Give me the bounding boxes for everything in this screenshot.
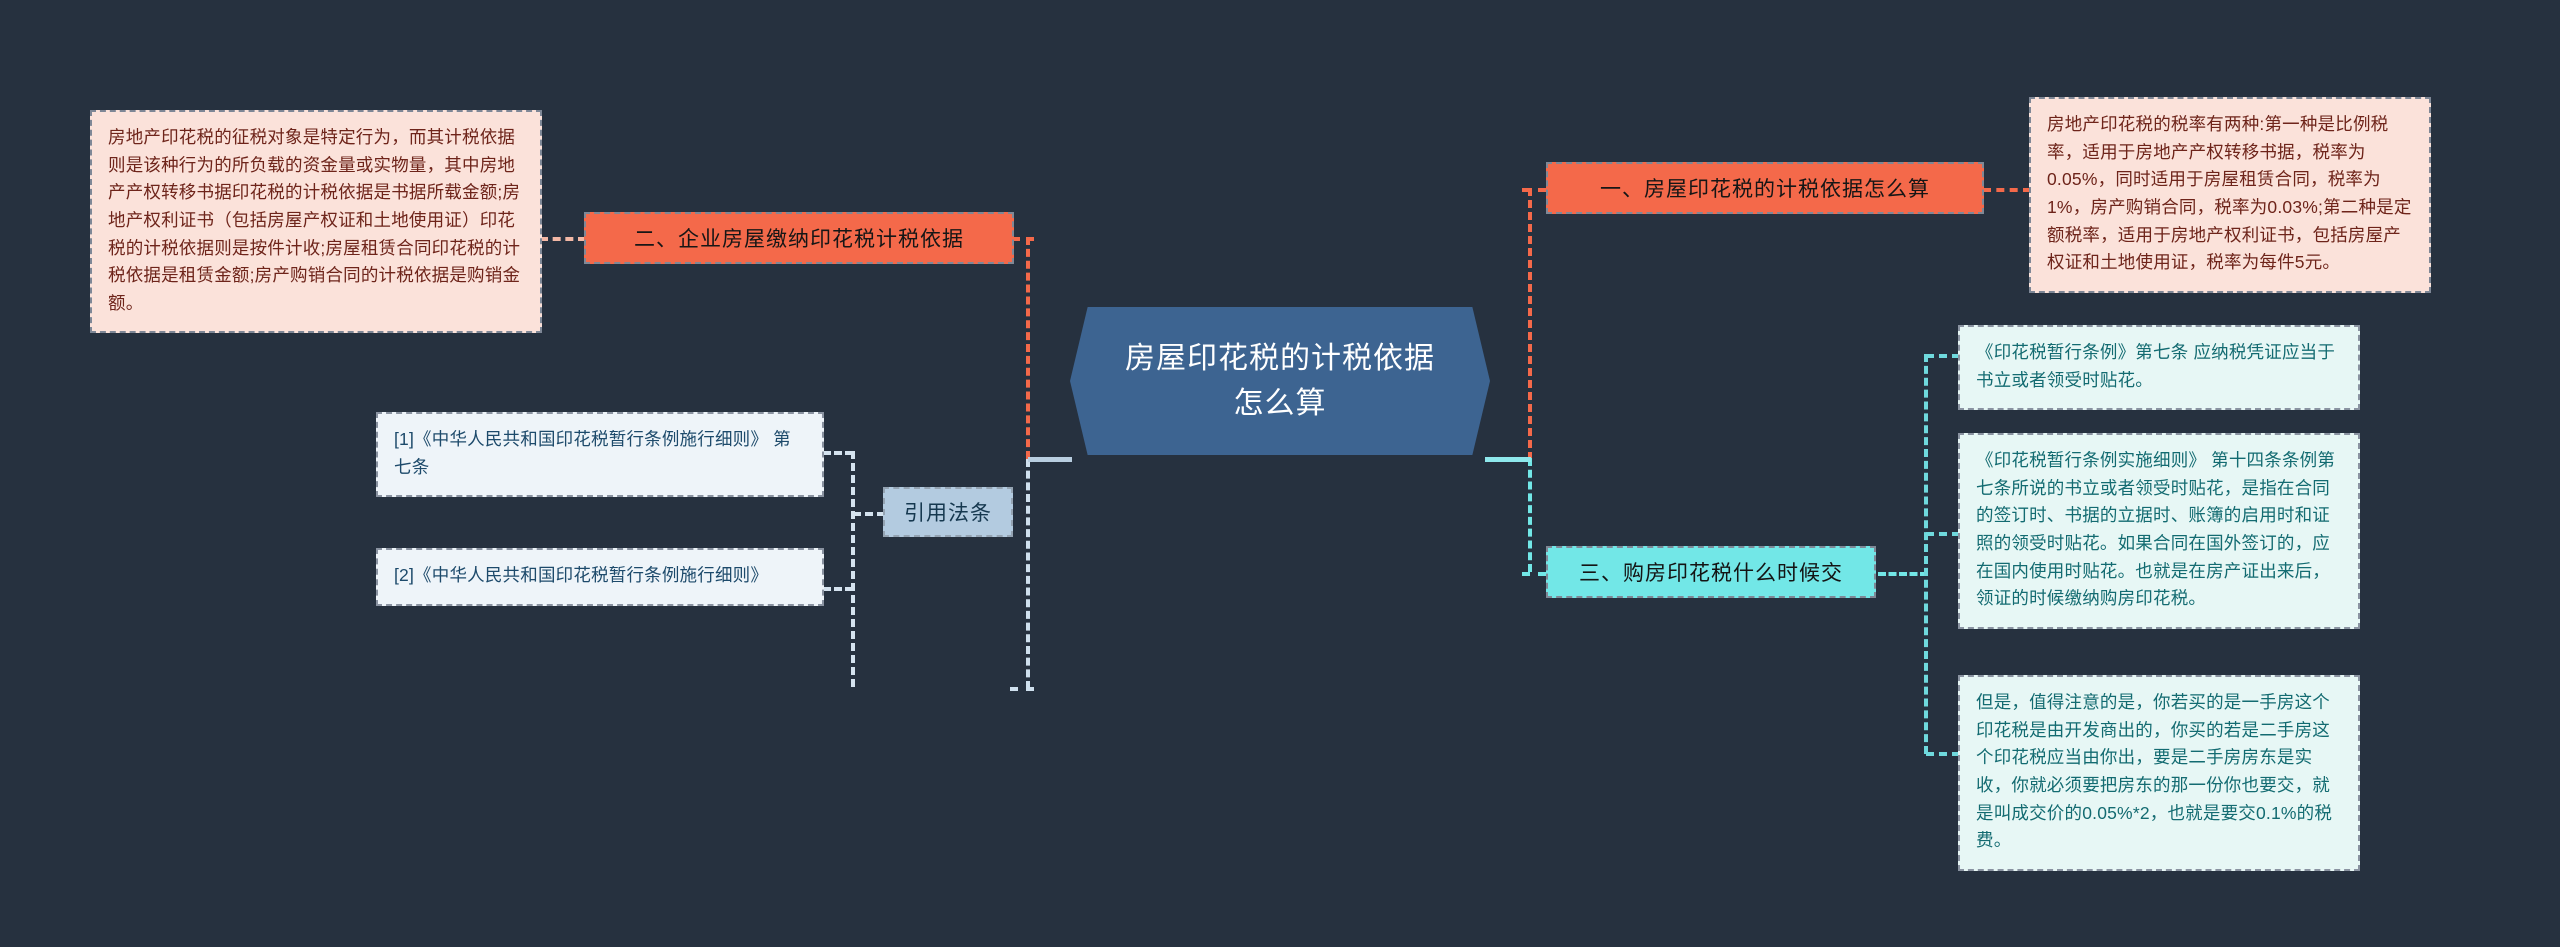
- node-branch-1-detail: 房地产印花税的税率有两种:第一种是比例税率，适用于房地产产权转移书据，税率为0.…: [2029, 97, 2431, 293]
- connector-citation-spine-to-pill: [853, 512, 885, 516]
- node-branch-3-item-2: 《印花税暂行条例实施细则》 第十四条条例第七条所说的书立或者领受时贴花，是指在合…: [1958, 433, 2360, 629]
- connector-citations-to-spine: [1010, 687, 1034, 691]
- connector-branch1-to-spine: [1522, 188, 1546, 192]
- node-branch-3-item-2-text: 《印花税暂行条例实施细则》 第十四条条例第七条所说的书立或者领受时贴花，是指在合…: [1976, 450, 2336, 609]
- connector-right-spine-cyan: [1528, 458, 1532, 572]
- connector-citation-item-2: [823, 587, 853, 591]
- connector-citation-item-1: [823, 451, 853, 455]
- node-branch-2-detail: 房地产印花税的征税对象是特定行为，而其计税依据则是该种行为的所负载的资金量或实物…: [90, 110, 542, 334]
- node-branch-2[interactable]: 二、企业房屋缴纳印花税计税依据: [584, 212, 1014, 264]
- connector-branch3-to-subspine: [1878, 572, 1928, 576]
- node-branch-2-detail-text: 房地产印花税的征税对象是特定行为，而其计税依据则是该种行为的所负载的资金量或实物…: [108, 127, 521, 313]
- node-branch-3-item-3-text: 但是，值得注意的是，你若买的是一手房这个印花税是由开发商出的，你买的若是二手房这…: [1976, 692, 2333, 851]
- connector-branch3-item-1: [1926, 354, 1960, 358]
- node-branch-3[interactable]: 三、购房印花税什么时候交: [1546, 546, 1876, 598]
- node-branch-1-label: 一、房屋印花税的计税依据怎么算: [1600, 178, 1930, 201]
- connector-right-center-stub: [1485, 457, 1531, 462]
- connector-right-spine-orange: [1528, 188, 1532, 460]
- node-branch-1[interactable]: 一、房屋印花税的计税依据怎么算: [1546, 162, 1984, 214]
- node-citations[interactable]: 引用法条: [883, 487, 1013, 537]
- connector-branch3-sub-spine: [1924, 354, 1928, 754]
- node-citation-item-1-text: [1]《中华人民共和国印花税暂行条例施行细则》 第七条: [394, 429, 791, 477]
- connector-branch2-to-detail: [540, 237, 586, 241]
- connector-branch2-to-spine: [1012, 237, 1034, 241]
- connector-left-center-stub: [1028, 457, 1072, 462]
- node-citation-item-2-text: [2]《中华人民共和国印花税暂行条例施行细则》: [394, 565, 769, 585]
- node-branch-3-label: 三、购房印花税什么时候交: [1579, 562, 1843, 585]
- connector-left-spine-orange: [1026, 237, 1030, 459]
- node-branch-3-item-1: 《印花税暂行条例》第七条 应纳税凭证应当于书立或者领受时贴花。: [1958, 325, 2360, 411]
- connector-branch3-item-3: [1926, 752, 1960, 756]
- node-branch-3-item-3: 但是，值得注意的是，你若买的是一手房这个印花税是由开发商出的，你买的若是二手房这…: [1958, 675, 2360, 871]
- node-citations-label: 引用法条: [904, 502, 992, 525]
- node-branch-3-item-1-text: 《印花税暂行条例》第七条 应纳税凭证应当于书立或者领受时贴花。: [1976, 342, 2336, 390]
- connector-branch3-to-spine: [1522, 572, 1546, 576]
- connector-branch1-to-detail: [1983, 188, 2031, 192]
- connector-citation-sub-spine: [851, 451, 855, 687]
- node-citation-item-1: [1]《中华人民共和国印花税暂行条例施行细则》 第七条: [376, 412, 824, 498]
- node-branch-1-detail-text: 房地产印花税的税率有两种:第一种是比例税率，适用于房地产产权转移书据，税率为0.…: [2047, 114, 2412, 273]
- node-branch-2-label: 二、企业房屋缴纳印花税计税依据: [634, 228, 964, 251]
- node-citation-item-2: [2]《中华人民共和国印花税暂行条例施行细则》: [376, 548, 824, 606]
- center-node-title: 房屋印花税的计税依据怎么算: [1125, 342, 1435, 420]
- center-node[interactable]: 房屋印花税的计税依据怎么算: [1070, 307, 1490, 455]
- connector-left-spine-blue: [1026, 459, 1030, 689]
- connector-branch3-item-2: [1926, 532, 1960, 536]
